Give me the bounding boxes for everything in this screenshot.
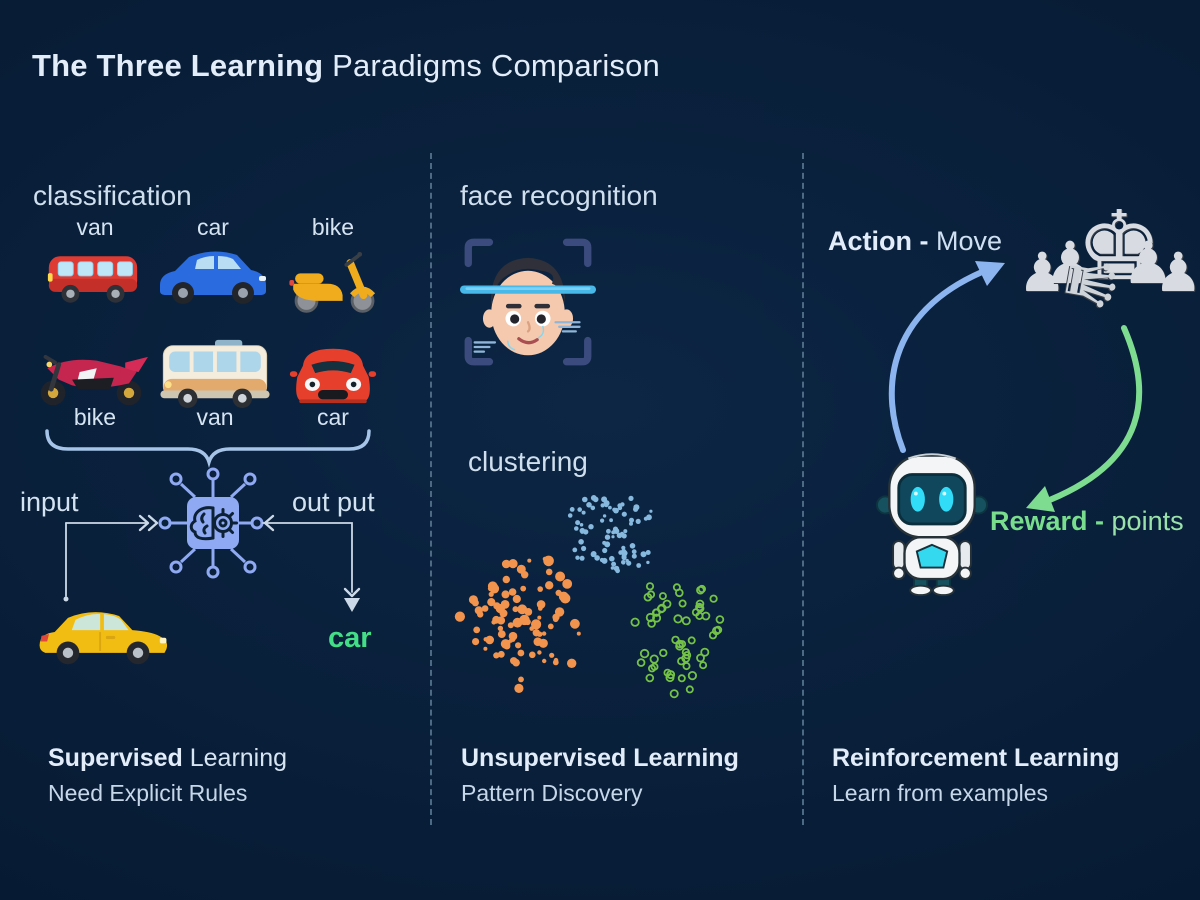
vehicle-label: car <box>197 214 229 240</box>
face-recognition-label: face recognition <box>460 180 658 211</box>
vehicle-label: van <box>196 404 234 430</box>
clustering-label: clustering <box>468 446 588 477</box>
column-divider <box>430 153 432 825</box>
input-flow-arrow <box>63 514 159 602</box>
supervised-caption: Supervised Learning Need Explicit Rules <box>48 744 288 806</box>
prediction-label: car <box>328 622 372 654</box>
chess-pawn-icon: ♟ <box>1018 241 1067 304</box>
supervised-subtitle: Need Explicit Rules <box>48 780 248 806</box>
van-icon-minibus <box>160 339 270 409</box>
chess-pawn-icon: ♟ <box>1044 229 1096 297</box>
car-icon-blue <box>160 251 266 304</box>
car-icon-red-front <box>289 348 377 404</box>
output-flow-arrow <box>262 514 361 612</box>
vehicle-label: bike <box>311 214 355 240</box>
vehicle-label: bike <box>73 404 117 430</box>
unsupervised-caption: Unsupervised Learning Pattern Discovery <box>461 744 739 806</box>
title-bold: The Three Learning <box>32 48 324 83</box>
unsupervised-subtitle: Pattern Discovery <box>461 780 643 806</box>
face-scan-icon <box>460 238 596 366</box>
ai-chip-icon <box>158 467 264 579</box>
reinforcement-subtitle: Learn from examples <box>832 780 1049 806</box>
title-regular: Paradigms Comparison <box>323 48 660 83</box>
reinforcement-caption: Reinforcement Learning Learn from exampl… <box>832 744 1120 806</box>
classification-label: classification <box>33 180 192 211</box>
action-label: Action - Move <box>828 226 1003 256</box>
page-title: The Three Learning Paradigms Comparison <box>32 48 660 84</box>
robot-icon <box>876 453 988 597</box>
group-brace <box>45 429 371 468</box>
car-icon-yellow <box>39 612 168 665</box>
chess-pawn-icon: ♟ <box>1154 241 1200 304</box>
van-icon-red <box>47 256 138 303</box>
chess-pawn-icon: ♟ <box>1122 229 1174 297</box>
input-label: input <box>20 487 79 517</box>
bike-icon-motorcycle <box>40 354 148 406</box>
vehicle-label: van <box>76 214 114 240</box>
chess-king-icon: ♚ <box>1076 190 1163 302</box>
bike-icon-scooter <box>289 251 376 313</box>
output-label: out put <box>292 487 375 517</box>
reward-label: Reward - points <box>990 506 1184 536</box>
chess-pieces-icon: ♟ ♟ ♚ ♟ ♟ ♛ <box>1018 178 1200 319</box>
vehicle-label: car <box>317 404 349 430</box>
reward-arrow <box>1026 325 1143 512</box>
column-divider <box>802 153 804 825</box>
action-arrow <box>888 261 1005 453</box>
